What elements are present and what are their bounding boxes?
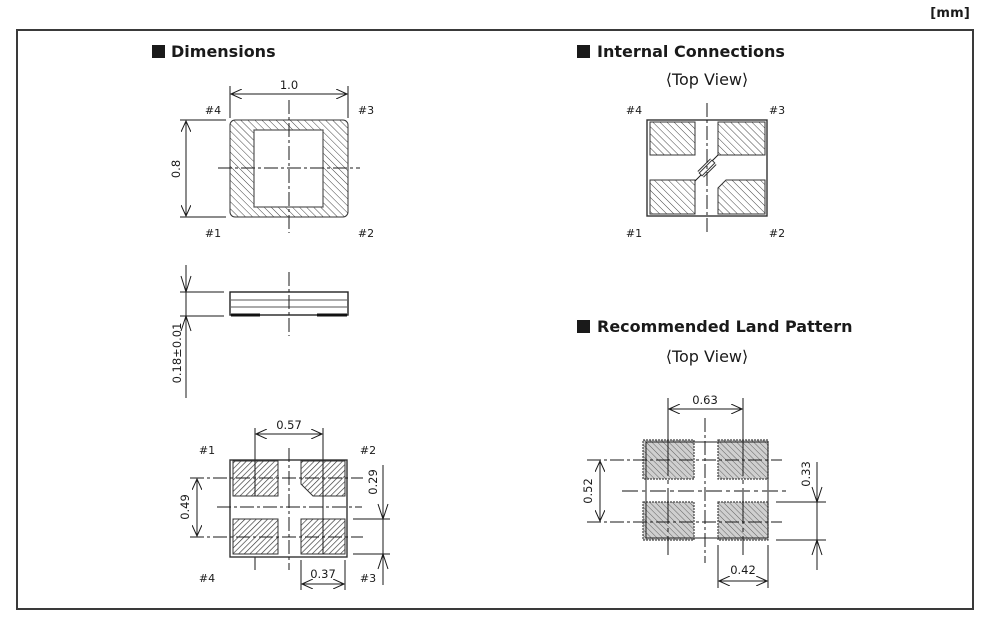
component-outline — [645, 441, 769, 539]
land-pattern-subtitle: ⟨Top View⟩ — [666, 347, 749, 366]
pin-label: #2 — [358, 227, 374, 240]
unit-label: [mm] — [930, 6, 970, 21]
bottom-view: 0.57 0.49 0.29 — [178, 418, 390, 590]
pin-label: #2 — [360, 444, 376, 457]
section-bullet-icon — [577, 45, 590, 58]
land-pattern-title: Recommended Land Pattern — [597, 317, 853, 336]
pad-height-label: 0.33 — [799, 461, 813, 487]
pin-label: #3 — [358, 104, 374, 117]
top-view: 1.0 0.8 #4 #3 #1 #2 — [169, 78, 374, 240]
internal-connections-section: Internal Connections ⟨Top View⟩ #4 #3 #1… — [577, 42, 785, 240]
thickness-dimension-label: 0.18±0.01 — [170, 323, 184, 384]
pad-pitch-y-label: 0.52 — [581, 478, 595, 504]
arrow-icon — [377, 552, 389, 570]
internal-connections-subtitle: ⟨Top View⟩ — [666, 70, 749, 89]
pad-pitch-x-label: 0.57 — [276, 418, 302, 432]
dimensions-title: Dimensions — [171, 42, 276, 61]
pad-2 — [717, 179, 766, 215]
pad-1 — [649, 179, 696, 215]
pin-label: #4 — [626, 104, 642, 117]
section-bullet-icon — [577, 320, 590, 333]
pin-label: #3 — [769, 104, 785, 117]
height-dimension-label: 0.8 — [169, 160, 183, 178]
pin-label: #4 — [205, 104, 221, 117]
connection-line — [694, 174, 702, 182]
pad-width-label: 0.42 — [730, 563, 756, 577]
pad-4 — [649, 121, 696, 156]
pin-label: #4 — [199, 572, 215, 585]
arrow-icon — [811, 538, 823, 556]
side-view: 0.18±0.01 — [170, 265, 349, 398]
pad-pitch-y-label: 0.49 — [178, 494, 192, 520]
width-dimension-label: 1.0 — [280, 78, 298, 92]
pin-label: #1 — [626, 227, 642, 240]
arrow-icon — [377, 503, 389, 521]
section-bullet-icon — [152, 45, 165, 58]
pin-label: #1 — [199, 444, 215, 457]
internal-connections-title: Internal Connections — [597, 42, 785, 61]
pad-width-label: 0.37 — [310, 567, 336, 581]
pad-pitch-x-label: 0.63 — [692, 393, 718, 407]
pin-label: #3 — [360, 572, 376, 585]
pin-label: #1 — [205, 227, 221, 240]
pad-3 — [717, 121, 766, 156]
connection-line — [711, 154, 719, 162]
dimensions-section: Dimensions 1.0 0.8 #4 #3 #1 #2 — [152, 42, 390, 590]
land-pattern-section: Recommended Land Pattern ⟨Top View⟩ 0.63… — [577, 317, 853, 588]
drawing-frame — [16, 29, 974, 610]
pad-height-label: 0.29 — [366, 469, 380, 495]
arrow-icon — [811, 486, 823, 504]
pin-label: #2 — [769, 227, 785, 240]
